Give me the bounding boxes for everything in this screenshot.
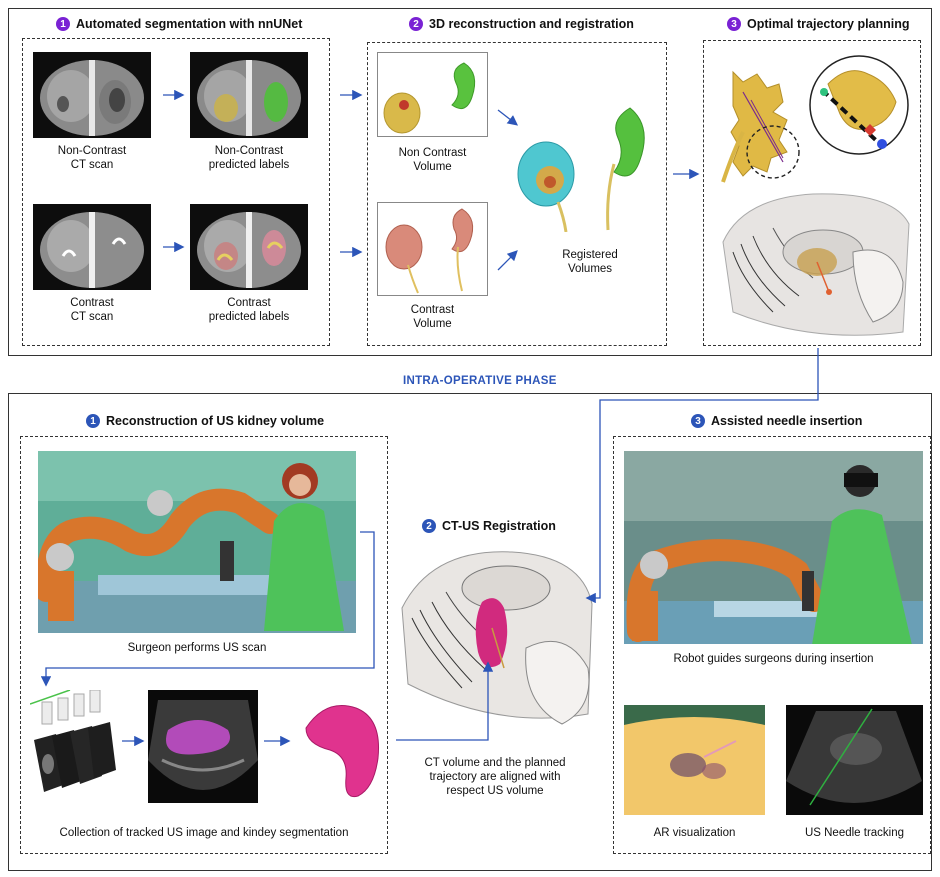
step-badge: 1: [86, 414, 100, 428]
section-title-segmentation: 1 Automated segmentation with nnUNet: [56, 17, 302, 31]
us-needle-tracking-image: [786, 705, 923, 815]
step-badge: 3: [691, 414, 705, 428]
caption-collection: Collection of tracked US image and kinde…: [59, 827, 349, 839]
section-title-needle-insertion: 3 Assisted needle insertion: [691, 414, 862, 428]
ar-visualization-image: [624, 705, 765, 815]
step-badge: 1: [56, 17, 70, 31]
section-title-us-reconstruction: 1 Reconstruction of US kidney volume: [86, 414, 324, 428]
kidney-collecting-system-image: [713, 52, 803, 192]
preop-panel: [8, 8, 932, 356]
us-segmentation-image: [148, 690, 258, 803]
us-reconstruction-box: [20, 436, 388, 854]
noncontrast-labels-image: [190, 52, 308, 138]
contrast-volume-image: [377, 202, 488, 296]
us-kidney-volume-image: [296, 698, 382, 798]
noncontrast-ct-image: [33, 52, 151, 138]
caption-robot: Robot guides surgeons during insertion: [673, 653, 874, 665]
step-badge: 2: [409, 17, 423, 31]
reconstruction-box: [367, 42, 667, 346]
section-title-trajectory: 3 Optimal trajectory planning: [727, 17, 910, 31]
noncontrast-volume-image: [377, 52, 488, 137]
caption-needle: US Needle tracking: [804, 827, 905, 839]
registered-volumes-image: [510, 102, 660, 232]
surgeon-us-scan-photo: [38, 451, 356, 633]
step-badge: 2: [422, 519, 436, 533]
section-title-ctus-registration: 2 CT-US Registration: [422, 519, 556, 533]
caption-ar: AR visualization: [653, 827, 736, 839]
trajectory-box: [703, 40, 921, 346]
tracked-us-stack-image: [30, 690, 116, 800]
intraop-panel: [8, 393, 932, 871]
section-title-reconstruction: 2 3D reconstruction and registration: [409, 17, 634, 31]
phase-label: INTRA-OPERATIVE PHASE: [403, 375, 557, 387]
robot-guides-photo: [624, 451, 923, 644]
patient-torso-planning-image: [713, 192, 913, 338]
segmentation-box: [22, 38, 330, 346]
contrast-labels-image: [190, 204, 308, 290]
contrast-ct-image: [33, 204, 151, 290]
trajectory-zoom-image: [808, 54, 910, 156]
ctus-registration-image: [396, 548, 600, 730]
caption-surgeon-scan: Surgeon performs US scan: [127, 642, 267, 654]
step-badge: 3: [727, 17, 741, 31]
